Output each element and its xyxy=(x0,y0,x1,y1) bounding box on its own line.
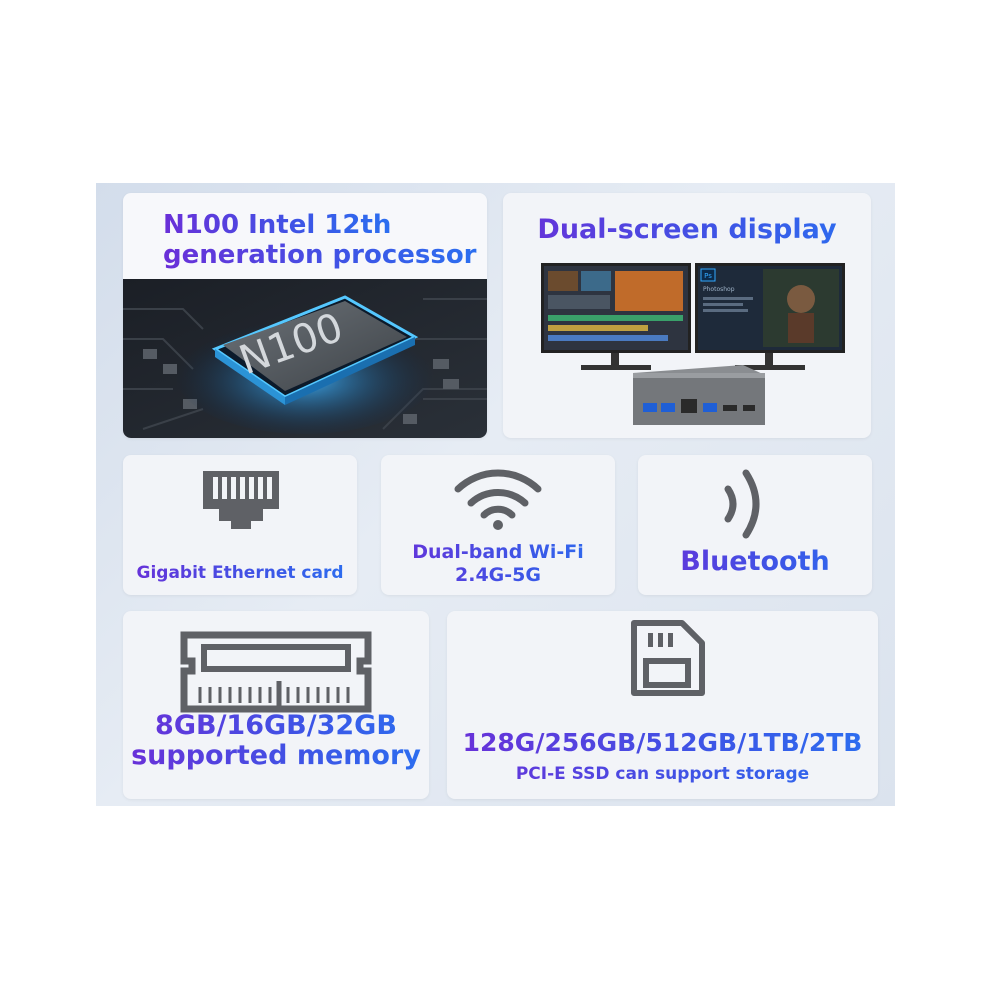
wifi-card: Dual-band Wi-Fi 2.4G-5G xyxy=(381,455,615,595)
bluetooth-waves-icon xyxy=(724,469,760,539)
processor-title-line2: generation processor xyxy=(163,240,477,270)
ethernet-card: Gigabit Ethernet card xyxy=(123,455,357,595)
wifi-icon xyxy=(454,469,542,530)
bluetooth-label: Bluetooth xyxy=(638,547,872,577)
memory-card: 8GB/16GB/32GB supported memory xyxy=(123,611,429,799)
dual-monitor-image: Ps Photoshop xyxy=(541,263,845,425)
processor-title-line1: N100 Intel 12th xyxy=(163,210,392,240)
storage-label-line1: 128G/256GB/512GB/1TB/2TB xyxy=(447,729,878,757)
ethernet-label: Gigabit Ethernet card xyxy=(123,564,357,583)
bluetooth-card: Bluetooth xyxy=(638,455,872,595)
processor-chip-image: N100 xyxy=(123,279,487,438)
dual-screen-card: Dual-screen display Ps Photoshop xyxy=(503,193,871,438)
photoshop-badge: Ps xyxy=(704,272,712,280)
wifi-label-line1: Dual-band Wi-Fi xyxy=(381,542,615,563)
storage-card: 128G/256GB/512GB/1TB/2TB PCI-E SSD can s… xyxy=(447,611,878,799)
dual-screen-title: Dual-screen display xyxy=(503,215,871,245)
photoshop-label: Photoshop xyxy=(703,286,735,293)
storage-label-line2: PCI-E SSD can support storage xyxy=(447,765,878,784)
memory-label-line2: supported memory xyxy=(123,741,429,771)
ethernet-port-icon xyxy=(203,471,279,529)
memory-label-line1: 8GB/16GB/32GB xyxy=(123,711,429,741)
sd-card-icon xyxy=(631,620,705,696)
processor-card: N100 Intel 12th generation processor xyxy=(123,193,487,438)
ram-module-icon xyxy=(180,631,372,713)
wifi-label-line2: 2.4G-5G xyxy=(381,565,615,586)
